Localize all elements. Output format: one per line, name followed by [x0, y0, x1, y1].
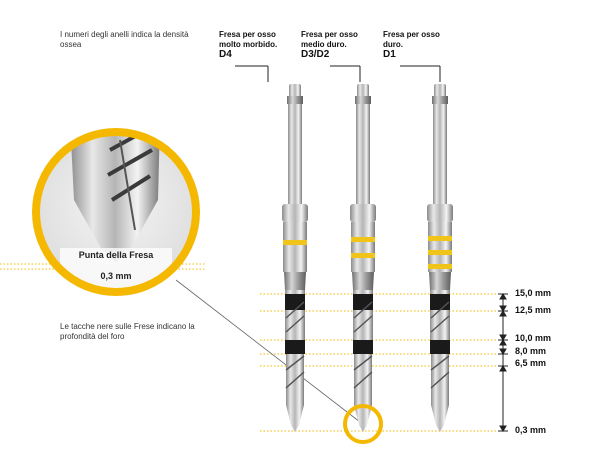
depth-label-0-3: 0,3 mm	[515, 425, 547, 435]
depth-label-8: 8,0 mm	[515, 346, 547, 356]
leader-lines	[235, 65, 441, 82]
drill-label-d1: Fresa per osso duro. D1	[383, 30, 440, 60]
drill-d1-code: D1	[383, 49, 396, 60]
tip-callout-value: 0,3 mm	[100, 271, 132, 281]
drill-label-d3-d2: Fresa per osso medio duro. D3/D2	[301, 30, 358, 60]
callout-pointer	[175, 279, 361, 423]
depth-scale	[498, 293, 508, 432]
depth-lines	[0, 263, 498, 432]
rings-note: I numeri degli anelli indica la densità …	[60, 30, 189, 49]
drill-d3-d2-code: D3/D2	[301, 49, 330, 60]
tip-callout-title: Punta della Fresa	[78, 250, 154, 260]
drill-d3-d2	[350, 84, 376, 432]
drill-d3-d2-name-line2: medio duro.	[301, 39, 347, 49]
drill-d4-code: D4	[219, 49, 232, 60]
drill-d4	[282, 84, 308, 432]
depth-label-15: 15,0 mm	[515, 288, 552, 298]
depth-label-12-5: 12,5 mm	[515, 305, 552, 315]
drill-d4-name-line2: molto morbido.	[219, 39, 278, 49]
drill-d1-name-line1: Fresa per osso	[383, 30, 440, 39]
drill-d1-name-line2: duro.	[383, 39, 403, 49]
drill-d3-d2-name-line1: Fresa per osso	[301, 30, 358, 39]
tip-highlight-circle	[343, 404, 383, 444]
drill-d4-name-line1: Fresa per osso	[219, 30, 276, 39]
depth-label-6-5: 6,5 mm	[515, 358, 547, 368]
drill-d1	[427, 84, 453, 432]
depth-label-10: 10,0 mm	[515, 333, 552, 343]
notches-note: Le tacche nere sulle Frese indicano la p…	[60, 322, 195, 341]
zoom-callout	[32, 128, 200, 296]
drill-label-d4: Fresa per osso molto morbido. D4	[219, 30, 277, 60]
